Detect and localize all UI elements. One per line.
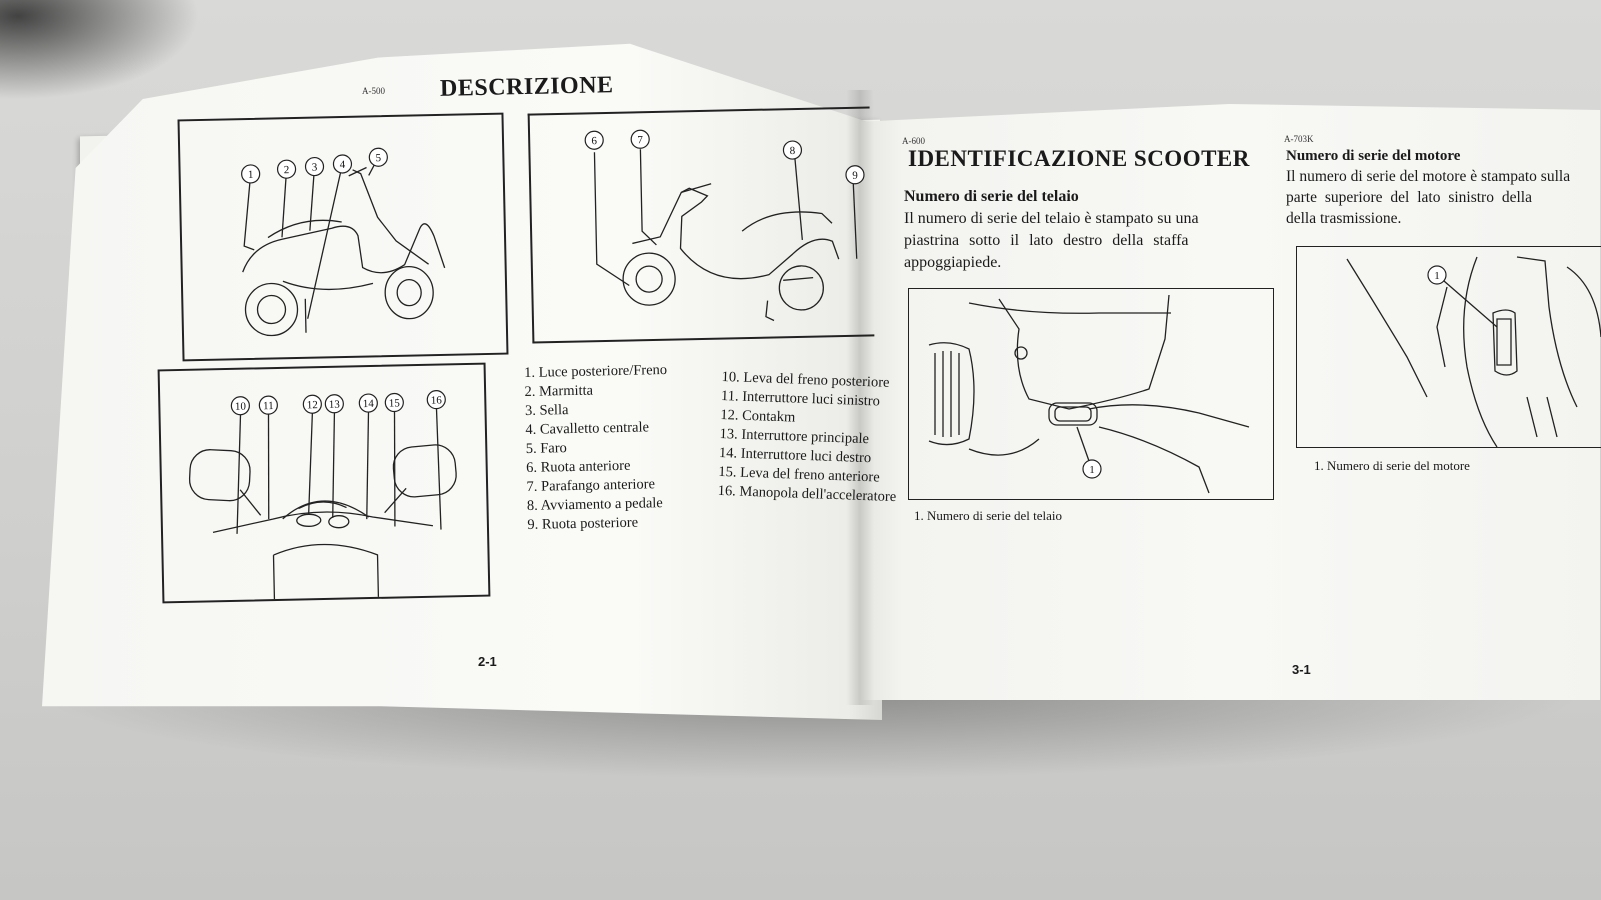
- svg-text:11: 11: [263, 400, 274, 412]
- svg-text:3: 3: [312, 162, 318, 174]
- svg-text:10: 10: [235, 401, 247, 413]
- fig3-callouts: 10 11 12 13 14 15 16: [230, 390, 446, 416]
- left-page: [42, 43, 882, 720]
- fig3-callout-lines: [236, 407, 442, 534]
- fig2-callout-lines: [593, 149, 858, 287]
- svg-text:2: 2: [284, 164, 290, 176]
- frame-text-line-1: Il numero di serie del telaio è stampato…: [904, 210, 1199, 227]
- svg-text:16: 16: [431, 395, 443, 407]
- engine-figure-callout: 1: [1427, 265, 1498, 328]
- svg-text:13: 13: [329, 399, 341, 411]
- svg-text:9: 9: [852, 170, 858, 182]
- callout-14: 14: [358, 393, 378, 413]
- callout-2: 2: [276, 159, 297, 179]
- engine-number-heading: Numero di serie del motore: [1286, 148, 1461, 164]
- frame-text-line-2: piastrina sotto il lato destro della sta…: [904, 232, 1189, 249]
- svg-text:12: 12: [307, 399, 318, 411]
- callout-1: 1: [241, 164, 261, 184]
- right-page-number: 3-1: [1292, 662, 1311, 677]
- engine-text-line-1: Il numero di serie del motore è stampato…: [1286, 168, 1571, 185]
- legend-item: 9. Ruota posteriore: [527, 514, 639, 533]
- figure-scooter-right-side: 6 7 8 9: [527, 106, 875, 344]
- frame-number-heading: Numero di serie del telaio: [904, 188, 1079, 205]
- svg-text:15: 15: [389, 397, 401, 409]
- engine-number-text: Il numero di serie del motore è stampato…: [1286, 166, 1570, 229]
- frame-text-line-3: appoggiapiede.: [904, 254, 1002, 271]
- figure-handlebar: 10 11 12 13 14 15 16: [157, 362, 491, 604]
- fig2-callouts: 6 7 8 9: [584, 129, 865, 185]
- callout-15: 15: [384, 392, 404, 413]
- left-page-number: 2-1: [478, 654, 497, 669]
- frame-figure-callout: 1: [1082, 459, 1102, 479]
- svg-text:7: 7: [637, 134, 643, 146]
- svg-text:14: 14: [363, 398, 375, 410]
- figure-frame-number: 1: [908, 288, 1274, 500]
- engine-text-clip: Numero di serie del motore Il numero di …: [1284, 146, 1600, 246]
- engine-text-line-2: parte superiore del lato sinistro della: [1286, 189, 1532, 206]
- figure-engine-number: 1: [1296, 246, 1601, 448]
- callout-5: 5: [368, 147, 388, 167]
- legend-item: 1. Luce posteriore/Freno: [524, 362, 668, 381]
- svg-text:4: 4: [340, 159, 346, 171]
- legend-item: 4. Cavalletto centrale: [525, 419, 650, 438]
- engine-number-caption: 1. Numero di serie del motore: [1314, 458, 1470, 473]
- figure-scooter-left-side: 1 2 3 4 5: [177, 112, 509, 362]
- svg-text:1: 1: [1434, 270, 1440, 282]
- background-shadow: [0, 0, 200, 100]
- legend-item: 8. Avviamento a pedale: [526, 495, 663, 514]
- callout-13: 13: [324, 394, 344, 414]
- fig1-callouts: 1 2 3 4 5: [241, 147, 388, 184]
- callout-4: 4: [332, 154, 353, 174]
- frame-number-caption: 1. Numero di serie del telaio: [914, 508, 1063, 523]
- callout-3: 3: [304, 156, 325, 177]
- callout-9: 9: [845, 165, 865, 185]
- callout-12: 12: [302, 394, 322, 414]
- callout-8: 8: [782, 140, 803, 160]
- callout-10: 10: [230, 396, 250, 416]
- svg-text:1: 1: [1089, 464, 1095, 476]
- book-gutter: [846, 90, 874, 705]
- callout-6: 6: [584, 130, 604, 150]
- svg-text:1: 1: [248, 169, 254, 181]
- left-page-code: A-500: [362, 86, 385, 96]
- svg-text:8: 8: [790, 145, 796, 157]
- left-page-title: DESCRIZIONE: [439, 72, 614, 102]
- callout-16: 16: [426, 390, 446, 410]
- right-page-code: A-600: [902, 136, 925, 146]
- callout-7: 7: [630, 129, 650, 149]
- svg-text:6: 6: [591, 135, 597, 147]
- frame-number-text: Il numero di serie del telaio è stampato…: [904, 208, 1199, 274]
- show-through-text: [548, 566, 552, 583]
- svg-text:5: 5: [375, 152, 381, 164]
- engine-text-line-3: della trasmissione.: [1286, 210, 1402, 227]
- callout-11: 11: [258, 395, 278, 415]
- right-page-title: IDENTIFICAZIONE SCOOTER: [908, 146, 1250, 171]
- engine-section-code: A-703K: [1284, 134, 1314, 144]
